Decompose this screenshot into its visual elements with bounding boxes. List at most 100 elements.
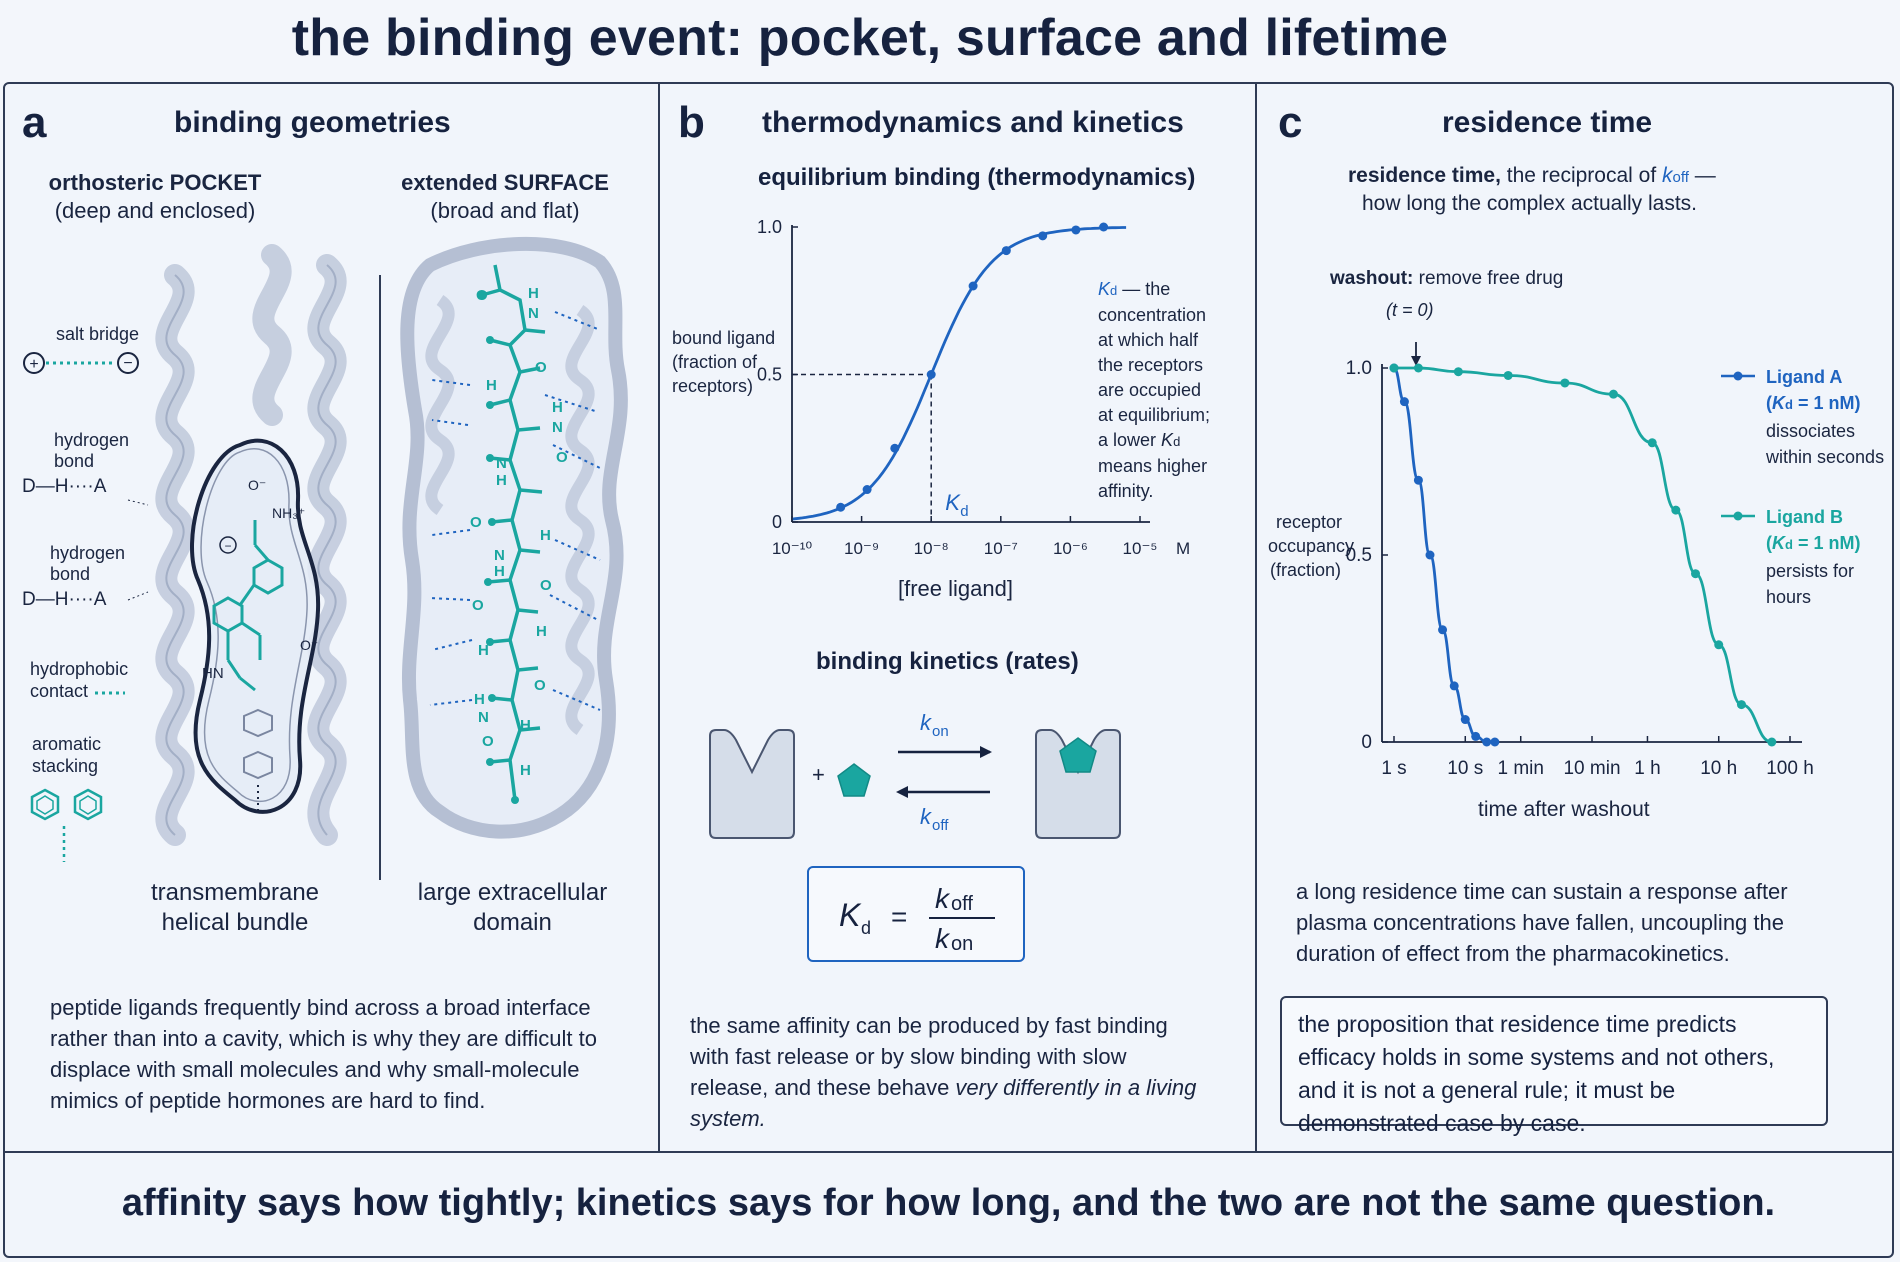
res-data-point <box>1389 363 1399 373</box>
res-ylabel-3: (fraction) <box>1270 560 1342 580</box>
eq-equals: = <box>891 901 907 932</box>
ligand-pentagon <box>837 763 871 797</box>
legend-b-note-2: hours <box>1766 587 1812 607</box>
chem-o-5: O <box>540 577 552 594</box>
res-data-point <box>1714 640 1724 650</box>
res-data-point <box>1736 700 1746 710</box>
eq-x-tick-label: 10⁻⁸ <box>914 539 949 558</box>
res-ylabel-1: receptor <box>1276 512 1343 532</box>
k-on-sub: on <box>932 723 949 740</box>
eq-data-point <box>926 370 936 379</box>
eq-y-tick-label: 0 <box>772 512 782 532</box>
panel-divider-ab <box>658 82 660 1152</box>
chem-n-1: N <box>528 305 539 322</box>
legend-b-kd-post: = 1 nM) <box>1792 533 1861 553</box>
kd-note-4: are occupied <box>1098 380 1202 400</box>
chem-o-7: O <box>534 677 546 694</box>
chem-h-4: H <box>496 472 507 489</box>
eq-d: d <box>861 918 871 938</box>
legend-b-kd-d: d <box>1785 537 1793 552</box>
kd-note-3: the receptors <box>1098 355 1204 375</box>
chem-n-4: N <box>494 547 505 564</box>
res-x-tick-label: 1 h <box>1634 758 1660 779</box>
res-x-tick-label: 10 s <box>1447 758 1483 779</box>
res-y-tick-label: 0 <box>1361 732 1372 753</box>
chem-h-5: H <box>540 527 551 544</box>
salt-bridge-label: salt bridge <box>56 324 140 344</box>
eq-koff-sub: off <box>951 893 973 915</box>
def-k: k <box>1662 164 1673 187</box>
chem-h-10: H <box>520 717 531 734</box>
hbond-label-2a: hydrogen <box>50 543 126 563</box>
hbond-label-2b: bond <box>50 564 91 584</box>
res-x-tick-label: 1 min <box>1497 758 1543 779</box>
panel-b-title: thermodynamics and kinetics <box>762 106 1184 139</box>
residence-definition-2: how long the complex actually lasts. <box>1362 192 1698 215</box>
panel-b-caption-main: the same affinity can be produced by fas… <box>690 1013 1168 1100</box>
res-data-point <box>1482 737 1492 747</box>
res-data-point <box>1471 731 1481 741</box>
legend-b-kd-pre: ( <box>1766 533 1772 553</box>
kd-note-5: at equilibrium; <box>1098 405 1211 425</box>
kd-note-head: — the <box>1122 279 1171 299</box>
footer-divider <box>3 1151 1894 1153</box>
eq-data-point <box>1038 231 1048 241</box>
hbond-formula-1: D—H····A <box>22 476 107 497</box>
aromatic-label-b: stacking <box>32 756 99 776</box>
res-xlabel: time after washout <box>1478 798 1650 821</box>
hydrophobic-label-b: contact <box>30 681 89 701</box>
res-data-point <box>1608 389 1618 399</box>
t0-label: (t = 0) <box>1386 300 1434 320</box>
res-x-tick-label: 10 min <box>1563 758 1620 779</box>
kd-note-1: concentration <box>1098 305 1207 325</box>
extracellular-domain-outline <box>400 236 628 839</box>
panel-divider-bc <box>1255 82 1257 1152</box>
washout-arrow-head <box>1411 356 1421 366</box>
kinetics-title: binding kinetics (rates) <box>816 648 1079 675</box>
chem-o-8: O <box>482 733 494 750</box>
eq-x-tick-label: 10⁻⁵ <box>1123 539 1158 558</box>
k-on-k: k <box>920 710 932 735</box>
eq-x-tick-label: 10⁻⁷ <box>984 539 1018 558</box>
panel-b-caption-emphasis: very differently in a living system. <box>690 1075 1197 1131</box>
caveat-box: the proposition that residence time pred… <box>1280 996 1828 1136</box>
chem-o-6: O <box>472 597 484 614</box>
eq-data-point <box>890 443 900 453</box>
eq-x-tick-label: 10⁻⁹ <box>844 539 879 558</box>
res-data-point <box>1503 370 1513 380</box>
eq-ylabel-2: (fraction of <box>672 352 758 372</box>
eq-data-point <box>862 485 872 495</box>
chem-o-minus-2: O⁻ <box>300 637 318 653</box>
eq-binding-curve <box>791 226 1127 521</box>
svg-text:−: − <box>123 355 132 372</box>
pocket-sublabel: (deep and enclosed) <box>54 198 256 223</box>
res-data-point <box>1647 438 1657 448</box>
panel-a-letter: a <box>22 98 47 147</box>
footer-takeaway: affinity says how tightly; kinetics says… <box>121 1181 1776 1224</box>
eq-x-unit: M <box>1176 539 1190 558</box>
res-x-tick-label: 100 h <box>1766 758 1814 779</box>
legend-a-note-1: dissociates <box>1766 421 1856 441</box>
domain-label-1: large extracellular <box>417 879 608 906</box>
chem-nh3: NH₃⁺ <box>272 505 305 521</box>
page-title: the binding event: pocket, surface and l… <box>291 9 1449 67</box>
chem-o-minus: O⁻ <box>248 477 266 493</box>
washout-bold: washout: <box>1330 268 1414 289</box>
res-data-point <box>1460 715 1470 725</box>
kd-note-d2: d <box>1173 434 1181 449</box>
chem-n-3: N <box>496 455 507 472</box>
eq-kd-label-sub: d <box>960 503 968 520</box>
def-bold: residence time, <box>1348 164 1501 187</box>
res-curve-ligand-a <box>1392 366 1495 744</box>
chem-h-9: H <box>474 691 485 708</box>
eq-kd-label: K <box>945 490 961 515</box>
chem-n-2: N <box>552 419 563 436</box>
svg-text:−: − <box>224 539 231 553</box>
hbond-label-1b: bond <box>54 451 95 471</box>
pocket-outline <box>190 438 321 814</box>
res-data-point <box>1453 367 1463 377</box>
def-off: off <box>1672 169 1689 186</box>
hbond-label-1a: hydrogen <box>54 430 130 450</box>
eq-kon-k: k <box>935 923 951 954</box>
